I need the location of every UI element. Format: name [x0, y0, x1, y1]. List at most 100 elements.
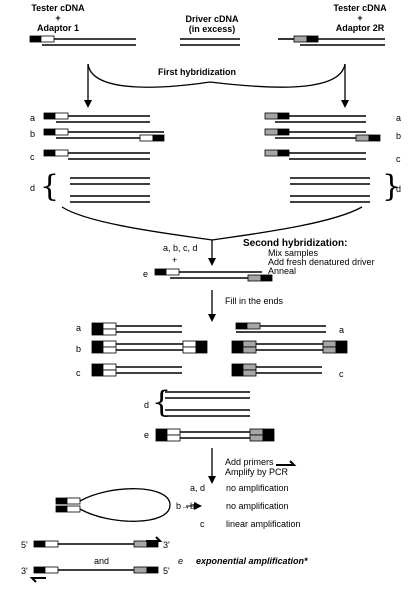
- row-label-c2: c: [76, 368, 81, 378]
- second-plus: +: [172, 255, 178, 265]
- merge-curve: [61, 206, 363, 241]
- row-label-b2-right: b: [339, 345, 345, 355]
- row-label-a-right: a: [396, 113, 402, 123]
- row-label-b-right: b: [396, 131, 402, 141]
- fb2-R-outer: [195, 346, 208, 354]
- fa1-L-inner: [102, 322, 117, 330]
- fb1-R-outer: [195, 340, 208, 348]
- driver-label: Driver cDNA(in excess): [185, 14, 239, 34]
- adaptor2-a-outer: [277, 112, 290, 120]
- end-3prime-top: 3': [163, 540, 170, 550]
- loop-adaptor-bottom-inner: [66, 505, 81, 513]
- adaptor2-b-end-outer: [368, 134, 381, 142]
- fa1-L-outer: [91, 322, 104, 330]
- second-input-label: a, b, c, d: [163, 243, 198, 253]
- fe2-R-inner: [249, 434, 264, 442]
- adaptor1-e-outer: [154, 268, 167, 276]
- fb2-L-outer: [91, 346, 104, 354]
- loop-adaptor-bottom-outer: [55, 505, 68, 513]
- fra1-L-inner: [246, 322, 261, 330]
- row-label-c-right: c: [396, 154, 401, 164]
- fb1-L-outer: [91, 340, 104, 348]
- fc1-L-outer: [91, 363, 104, 371]
- outcome-e-label: e: [178, 556, 184, 566]
- exp-top-L-outer: [33, 540, 46, 548]
- molecule-layer: [29, 35, 385, 574]
- exp-top-R-inner: [133, 540, 148, 548]
- adaptor2-top-outer: [306, 35, 319, 43]
- row-label-a: a: [30, 113, 36, 123]
- fe2-L-inner: [166, 434, 181, 442]
- row-label-b: b: [30, 129, 36, 139]
- frc2-L-outer: [231, 369, 244, 377]
- adaptor1-b-inner: [54, 128, 69, 136]
- adaptor1-top-inner: [40, 35, 55, 43]
- frb2-R-outer: [335, 346, 348, 354]
- adaptor2-e-inner: [247, 274, 262, 282]
- frb2-L-inner: [242, 346, 257, 354]
- adaptor1-b-outer: [43, 128, 56, 136]
- adaptor1-c-outer: [43, 149, 56, 157]
- adaptor1-b-end-inner: [139, 134, 154, 142]
- row-label-c: c: [30, 152, 35, 162]
- adaptor2-c-inner: [264, 149, 279, 157]
- frc2-L-inner: [242, 369, 257, 377]
- fra1-L-outer: [235, 322, 248, 330]
- outcome-c-result: linear amplification: [226, 519, 301, 529]
- adaptor2-e-outer: [260, 274, 273, 282]
- tester2-label: Tester cDNA+Adaptor 2R: [333, 3, 387, 33]
- exponential-amplification-label: exponential amplification*: [196, 556, 308, 566]
- frc1-L-outer: [231, 363, 244, 371]
- fe2-R-outer: [262, 434, 275, 442]
- frb2-L-outer: [231, 346, 244, 354]
- outcome-c-label: c: [200, 519, 205, 529]
- fa2-L-inner: [102, 328, 117, 336]
- first-hybridization-label: First hybridization: [158, 67, 237, 77]
- outcome-ad-result: no amplification: [226, 483, 289, 493]
- end-3prime-bottom: 3': [21, 566, 28, 576]
- frb2-R-inner: [322, 346, 337, 354]
- brace-middle: {: [152, 385, 172, 420]
- frc1-L-inner: [242, 363, 257, 371]
- row-label-a2-right: a: [339, 325, 345, 335]
- loop-molecule: [79, 488, 171, 522]
- frb1-L-inner: [242, 340, 257, 348]
- adaptor1-c-inner: [54, 149, 69, 157]
- adaptor2-c-outer: [277, 149, 290, 157]
- fb1-L-inner: [102, 340, 117, 348]
- tester1-label: Tester cDNA+Adaptor 1: [31, 3, 85, 33]
- fe2-L-outer: [155, 434, 168, 442]
- primer-arrow-legend: [276, 460, 297, 466]
- row-label-d-right: d: [396, 184, 402, 194]
- fb2-R-inner: [182, 346, 197, 354]
- outcome-bprime-result: no amplification: [226, 501, 289, 511]
- adaptor1-a-inner: [54, 112, 69, 120]
- exp-bottom-L-outer: [33, 566, 46, 574]
- add-primers-label: Add primers: [225, 457, 274, 467]
- fe1-L-outer: [155, 428, 168, 436]
- row-label-a2: a: [76, 323, 82, 333]
- loop-adaptor-top-inner: [66, 497, 81, 505]
- end-5prime-top: 5': [21, 540, 28, 550]
- brace-right: }: [382, 169, 402, 204]
- second-step-1: Mix samples: [268, 248, 319, 258]
- loop-adaptor-top-outer: [55, 497, 68, 505]
- second-step-2: Add fresh denatured driver: [268, 257, 375, 267]
- exp-top-L-inner: [44, 540, 59, 548]
- fc2-L-outer: [91, 369, 104, 377]
- adaptor2-top-inner: [293, 35, 308, 43]
- adaptor2-b-outer: [277, 128, 290, 136]
- and-label: and: [94, 556, 110, 566]
- outcome-ad-label: a, d: [190, 483, 206, 493]
- row-label-d2: d: [144, 400, 150, 410]
- frb1-L-outer: [231, 340, 244, 348]
- adaptor2-a-inner: [264, 112, 279, 120]
- connector-layer: [29, 63, 363, 583]
- flow-curve-right: [209, 63, 346, 88]
- adaptor1-top-outer: [29, 35, 42, 43]
- adaptor1-b-end-outer: [152, 134, 165, 142]
- amplify-pcr-label: Amplify by PCR: [225, 467, 289, 477]
- row-label-e-top: e: [143, 269, 149, 279]
- flow-curve-left: [87, 63, 211, 88]
